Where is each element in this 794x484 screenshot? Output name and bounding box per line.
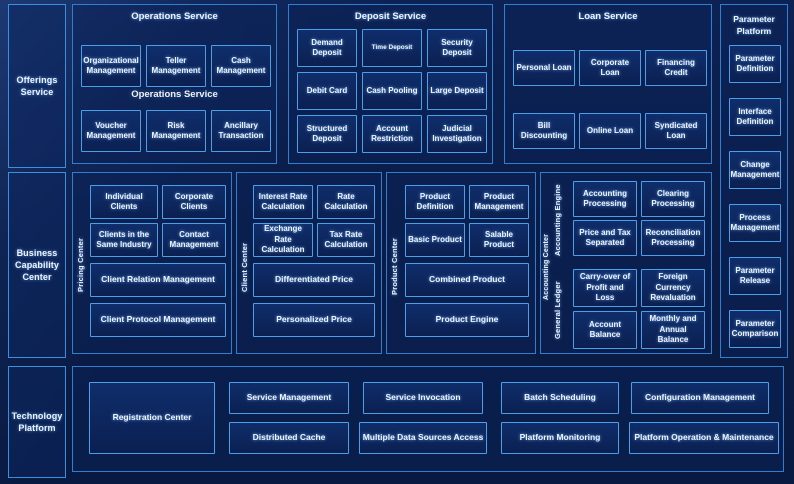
cell-platform-monitoring[interactable]: Platform Monitoring <box>501 422 619 454</box>
group-parameter-platform[interactable]: Parameter Platform Parameter Definition … <box>720 4 788 358</box>
row-label-offerings-service: Offerings Service <box>8 4 66 168</box>
cell-change-management[interactable]: Change Management <box>729 151 781 189</box>
group-pricing-center[interactable]: Pricing Center Individual Clients Corpor… <box>72 172 232 354</box>
cell-parameter-comparison[interactable]: Parameter Comparison <box>729 310 781 348</box>
cell-personal-loan[interactable]: Personal Loan <box>513 50 575 86</box>
cell-interest-rate-calculation[interactable]: Interest Rate Calculation <box>253 185 313 219</box>
cell-parameter-release[interactable]: Parameter Release <box>729 257 781 295</box>
cell-service-management[interactable]: Service Management <box>229 382 349 414</box>
side-label-pricing-center: Pricing Center <box>76 237 85 293</box>
cell-monthly-and-annual-balance[interactable]: Monthly and Annual Balance <box>641 311 705 349</box>
group-title-loan-service: Loan Service <box>578 11 638 22</box>
cell-exchange-rate-calculation[interactable]: Exchange Rate Calculation <box>253 223 313 257</box>
cell-service-invocation[interactable]: Service Invocation <box>363 382 483 414</box>
cell-personalized-price[interactable]: Personalized Price <box>253 303 375 337</box>
cell-configuration-management[interactable]: Configuration Management <box>631 382 769 414</box>
row-label-offerings-service-text: Offerings Service <box>16 74 58 97</box>
cell-rate-calculation[interactable]: Rate Calculation <box>317 185 375 219</box>
cell-risk-management[interactable]: Risk Management <box>146 110 206 152</box>
group-technology-platform[interactable]: Registration Center Service Management D… <box>72 366 784 472</box>
cell-accounting-processing[interactable]: Accounting Processing <box>573 181 637 217</box>
cell-security-deposit[interactable]: Security Deposit <box>427 29 487 67</box>
cell-voucher-management[interactable]: Voucher Management <box>81 110 141 152</box>
group-title-deposit-service: Deposit Service <box>354 11 427 22</box>
cell-large-deposit[interactable]: Large Deposit <box>427 72 487 110</box>
row-business-capability-center: Business Capability Center Pricing Cente… <box>0 172 794 358</box>
cell-cash-pooling[interactable]: Cash Pooling <box>362 72 422 110</box>
cell-salable-product[interactable]: Salable Product <box>469 223 529 257</box>
rail-title-parameter-platform: Parameter Platform <box>733 14 775 37</box>
row-label-business-capability-center-text: Business Capability Center <box>14 247 59 283</box>
group-deposit-service[interactable]: Deposit Service Demand Deposit Time Depo… <box>288 4 493 164</box>
group-client-center[interactable]: Client Center Interest Rate Calculation … <box>236 172 382 354</box>
cell-ancillary-transaction[interactable]: Ancillary Transaction <box>211 110 271 152</box>
row-technology-platform: Technology Platform Registration Center … <box>0 366 794 478</box>
group-loan-service[interactable]: Loan Service Personal Loan Corporate Loa… <box>504 4 712 164</box>
group-title-operations-service-overlay: Operations Service <box>131 89 218 100</box>
cell-foreign-currency-revaluation[interactable]: Foreign Currency Revaluation <box>641 269 705 307</box>
side-label-product-center: Product Center <box>390 238 399 296</box>
cell-product-engine[interactable]: Product Engine <box>405 303 529 337</box>
cell-parameter-definition[interactable]: Parameter Definition <box>729 45 781 83</box>
cell-product-management[interactable]: Product Management <box>469 185 529 219</box>
cell-price-and-tax-separated[interactable]: Price and Tax Separated <box>573 220 637 256</box>
cell-syndicated-loan[interactable]: Syndicated Loan <box>645 113 707 149</box>
cell-teller-management[interactable]: Teller Management <box>146 45 206 87</box>
cell-corporate-loan[interactable]: Corporate Loan <box>579 50 641 86</box>
side-label-client-center: Client Center <box>240 242 249 292</box>
cell-organizational-management[interactable]: Organizational Management <box>81 45 141 87</box>
cell-combined-product[interactable]: Combined Product <box>405 263 529 297</box>
group-accounting-center[interactable]: Accounting Center Accounting Engine Gene… <box>540 172 712 354</box>
cell-account-restriction[interactable]: Account Restriction <box>362 115 422 153</box>
group-title-operations-service: Operations Service <box>131 11 218 22</box>
cell-reconciliation-processing[interactable]: Reconciliation Processing <box>641 220 705 256</box>
row-label-technology-platform: Technology Platform <box>8 366 66 478</box>
cell-client-relation-management[interactable]: Client Relation Management <box>90 263 226 297</box>
cell-registration-center[interactable]: Registration Center <box>89 382 215 454</box>
cell-demand-deposit[interactable]: Demand Deposit <box>297 29 357 67</box>
cell-contact-management[interactable]: Contact Management <box>162 223 226 257</box>
cell-clients-in-the-same-industry[interactable]: Clients in the Same Industry <box>90 223 158 257</box>
cell-debit-card[interactable]: Debit Card <box>297 72 357 110</box>
side-label-accounting-engine: Accounting Engine <box>553 184 562 256</box>
cell-carry-over-of-profit-and-loss[interactable]: Carry-over of Profit and Loss <box>573 269 637 307</box>
cell-financing-credit[interactable]: Financing Credit <box>645 50 707 86</box>
cell-cash-management[interactable]: Cash Management <box>211 45 271 87</box>
cell-batch-scheduling[interactable]: Batch Scheduling <box>501 382 619 414</box>
cell-bill-discounting[interactable]: Bill Discounting <box>513 113 575 149</box>
cell-multiple-data-sources-access[interactable]: Multiple Data Sources Access <box>359 422 487 454</box>
side-label-accounting-center: Accounting Center <box>543 234 550 301</box>
cell-structured-deposit[interactable]: Structured Deposit <box>297 115 357 153</box>
row-label-technology-platform-text: Technology Platform <box>11 410 63 433</box>
cell-judicial-investigation[interactable]: Judicial Investigation <box>427 115 487 153</box>
cell-process-management[interactable]: Process Management <box>729 204 781 242</box>
cell-corporate-clients[interactable]: Corporate Clients <box>162 185 226 219</box>
cell-time-deposit[interactable]: Time Deposit <box>362 29 422 67</box>
cell-differentiated-price[interactable]: Differentiated Price <box>253 263 375 297</box>
cell-individual-clients[interactable]: Individual Clients <box>90 185 158 219</box>
cell-product-definition[interactable]: Product Definition <box>405 185 465 219</box>
cell-online-loan[interactable]: Online Loan <box>579 113 641 149</box>
cell-clearing-processing[interactable]: Clearing Processing <box>641 181 705 217</box>
group-operations-service[interactable]: Operations Service Organizational Manage… <box>72 4 277 164</box>
group-product-center[interactable]: Product Center Product Definition Produc… <box>386 172 536 354</box>
cell-tax-rate-calculation[interactable]: Tax Rate Calculation <box>317 223 375 257</box>
cell-interface-definition[interactable]: Interface Definition <box>729 98 781 136</box>
row-offerings-service: Offerings Service Operations Service Org… <box>0 4 794 168</box>
cell-platform-operation-and-maintenance[interactable]: Platform Operation & Maintenance <box>629 422 779 454</box>
cell-distributed-cache[interactable]: Distributed Cache <box>229 422 349 454</box>
row-label-business-capability-center: Business Capability Center <box>8 172 66 358</box>
cell-client-protocol-management[interactable]: Client Protocol Management <box>90 303 226 337</box>
cell-account-balance[interactable]: Account Balance <box>573 311 637 349</box>
side-label-general-ledger: General Ledger <box>553 281 562 339</box>
cell-basic-product[interactable]: Basic Product <box>405 223 465 257</box>
